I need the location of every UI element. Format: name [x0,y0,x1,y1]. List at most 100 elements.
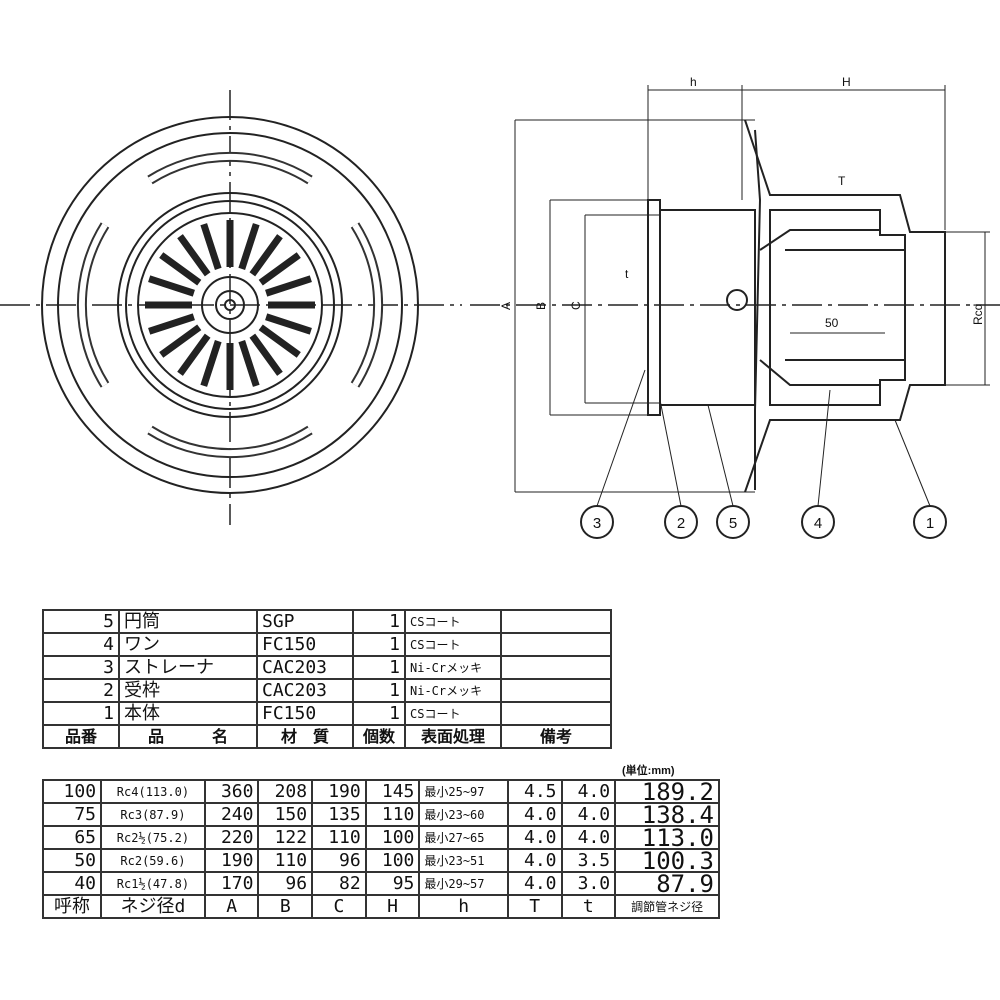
cell-no: 5 [42,609,120,634]
cell: 4.0 [506,802,563,827]
cell-material: CAC203 [256,655,354,680]
cell-name: 本体 [118,701,258,726]
cell-material: CAC203 [256,678,354,703]
cell: 138.4 [614,802,720,827]
callout-number: 4 [814,515,822,532]
cell-finish: CSコート [404,609,502,634]
header-material: 材 質 [256,724,354,749]
cell-material: SGP [256,609,354,634]
callout-circle [801,505,835,539]
header-cell: C [311,894,367,919]
dim-A-label: A [499,302,513,310]
cell: 240 [203,802,260,827]
strainer-slot [265,313,312,335]
strainer-slot [148,275,195,297]
strainer-slot [258,252,301,286]
cell: 87.9 [614,871,720,896]
cell: 360 [203,779,260,804]
cell-name: ストレーナ [118,655,258,680]
cell: 3.0 [560,871,617,896]
cell: 4.0 [560,825,617,850]
cell-name: ワン [118,632,258,657]
callouts: 3 2 5 4 1 [580,369,947,539]
header-name: 品 名 [118,724,258,749]
cell: 65 [41,825,103,850]
header-cell: 呼称 [41,894,103,919]
dim-H-label: H [842,75,851,89]
strainer-slot [249,234,283,277]
cell: 75 [41,802,103,827]
cell: 4.0 [560,779,617,804]
cell: 100.3 [614,848,720,873]
header-cell: H [364,894,421,919]
cell: 122 [257,825,314,850]
cell: 最小29~57 [418,871,509,896]
unit-label: (単位:mm) [622,765,675,777]
cell-remarks [500,609,612,634]
strainer-slot [177,333,211,376]
strainer-slot [265,275,312,297]
cell: 95 [364,871,421,896]
cell: 4.0 [560,802,617,827]
header-cell: h [418,894,509,919]
callout-number: 2 [677,515,685,532]
cell: 50 [41,848,103,873]
cell: 190 [203,848,260,873]
cell-remarks [500,632,612,657]
cell: 100 [364,825,421,850]
dim-h-label: h [690,75,697,89]
cell-no: 4 [42,632,120,657]
cell-remarks [500,701,612,726]
cell-no: 2 [42,678,120,703]
cell: 96 [257,871,314,896]
header-cell: T [506,894,563,919]
cell: Rc2(59.6) [100,848,206,873]
cell: 最小23~60 [418,802,509,827]
cell: Rc1½(47.8) [100,871,206,896]
strainer-slot [200,340,222,387]
dim-T-label: T [838,174,846,188]
callout-circle [716,505,750,539]
strainer-slot [249,333,283,376]
callout-number: 1 [926,515,934,532]
dim-d-label: Rcd [971,304,985,325]
cell: 4.5 [506,779,563,804]
top-view [0,90,462,525]
cell-qty: 1 [352,678,406,703]
cell: Rc2½(75.2) [100,825,206,850]
cell: 110 [257,848,314,873]
section-view [470,85,1000,493]
header-cell: B [257,894,314,919]
cell: Rc4(113.0) [100,779,206,804]
cell: 170 [203,871,260,896]
cell: 4.0 [506,871,563,896]
cell-no: 1 [42,701,120,726]
cell: 110 [364,802,421,827]
cell-finish: CSコート [404,632,502,657]
strainer-slot [258,324,301,358]
cell-material: FC150 [256,632,354,657]
table-header: 品番品 名材 質個数表面処理備考 [42,724,612,749]
strainer-slot [238,223,260,270]
strainer-slot [148,313,195,335]
callout-number: 5 [729,515,737,532]
cell-remarks [500,678,612,703]
cell-qty: 1 [352,655,406,680]
strainer-slot [177,234,211,277]
callout-number: 3 [593,515,601,532]
cell-no: 3 [42,655,120,680]
cell: 189.2 [614,779,720,804]
cell-name: 円筒 [118,609,258,634]
